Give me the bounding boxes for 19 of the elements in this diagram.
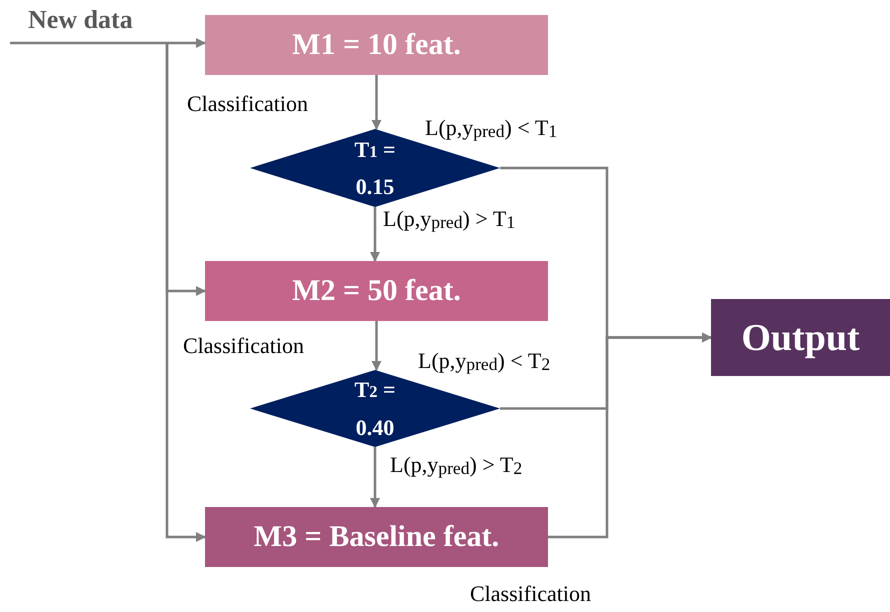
process-box <box>205 261 548 321</box>
arrow <box>372 75 382 130</box>
arrow <box>370 207 380 262</box>
box-label: M2 = 50 feat. <box>292 274 461 308</box>
input-label: New data <box>28 6 133 35</box>
arrow <box>166 43 206 542</box>
arrow <box>372 321 382 371</box>
arrow <box>370 447 380 508</box>
arrow <box>548 332 712 538</box>
output-box <box>711 299 890 376</box>
arrow <box>10 38 206 48</box>
box-label: M1 = 10 feat. <box>292 28 461 62</box>
caption-text: Classification <box>470 582 591 606</box>
box-label: M3 = Baseline feat. <box>254 520 500 554</box>
caption-text: Classification <box>183 334 304 358</box>
process-box <box>205 15 548 75</box>
process-box <box>205 507 548 567</box>
caption-text: Classification <box>187 92 308 116</box>
box-label: Output <box>741 316 860 360</box>
